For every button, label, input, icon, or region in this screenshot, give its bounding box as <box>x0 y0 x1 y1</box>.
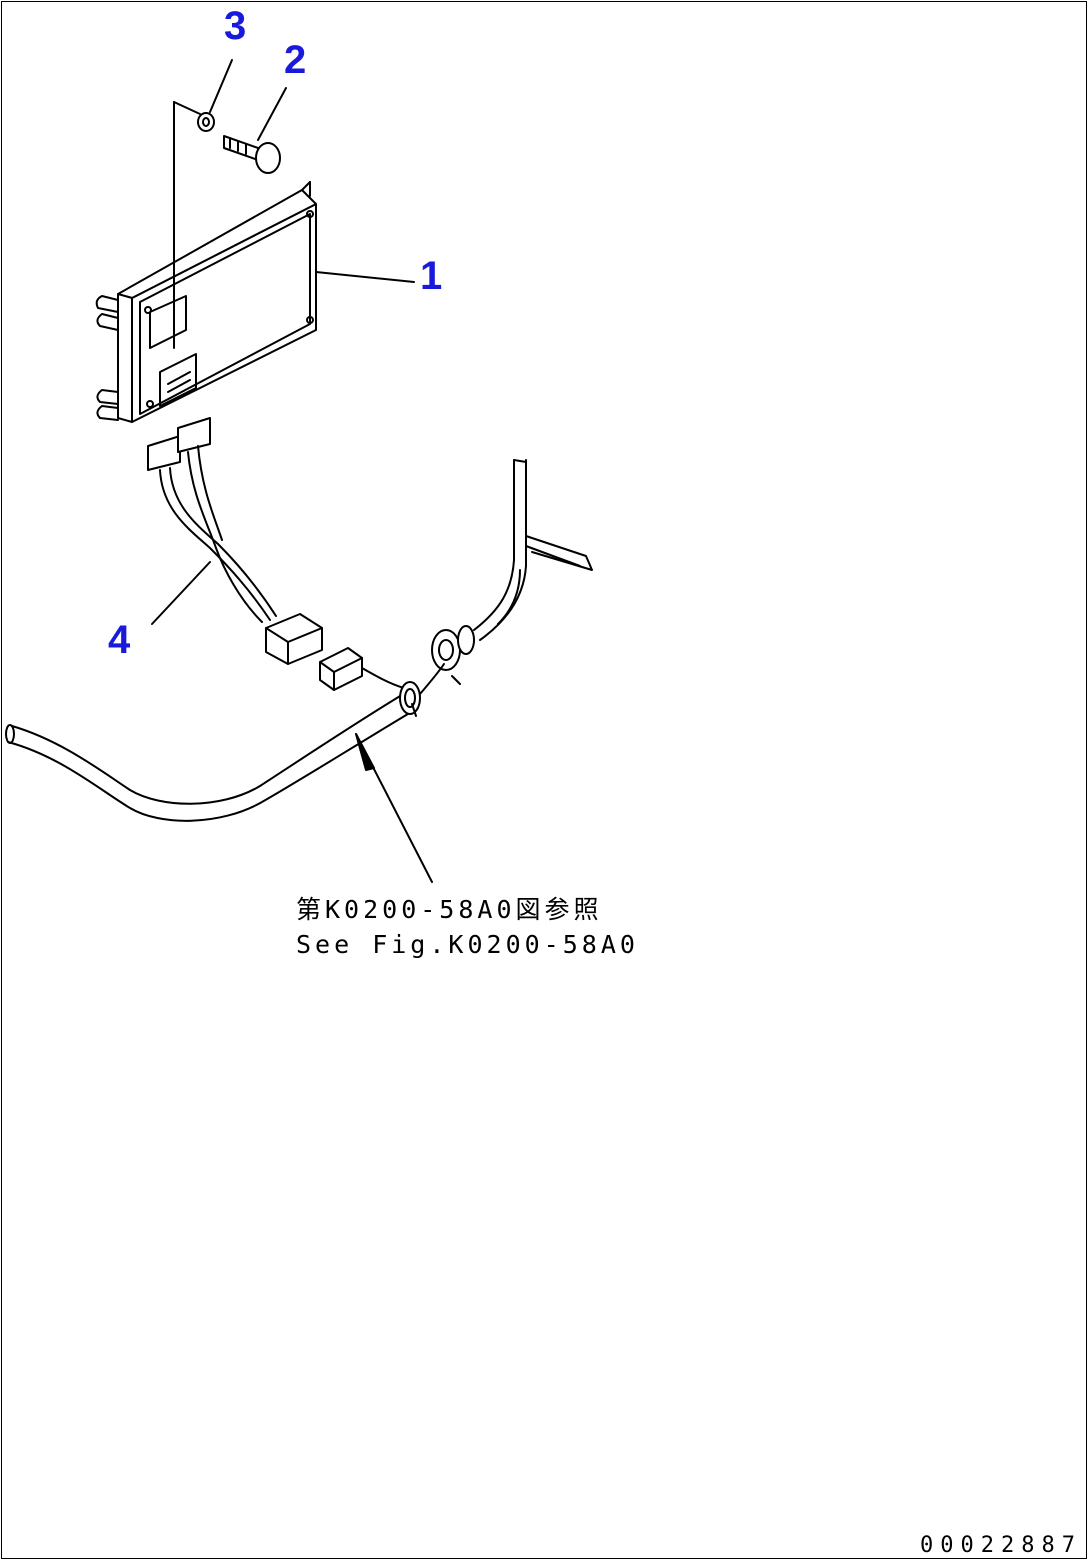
washer <box>173 59 233 349</box>
callout-part-2: 2 <box>284 38 307 82</box>
reference-note-en: See Fig.K0200-58A0 <box>296 930 639 959</box>
main-harness-tube <box>5 459 593 883</box>
callout-part-1: 1 <box>420 254 443 298</box>
drawing-id: 00022887 <box>920 1533 1082 1558</box>
bolt <box>223 87 287 174</box>
callout-part-4: 4 <box>108 618 131 662</box>
controller-box <box>95 181 415 423</box>
callout-part-3: 3 <box>224 4 247 48</box>
reference-note: 第K0200-58A0図参照 See Fig.K0200-58A0 <box>296 892 639 962</box>
wiring-harness <box>147 417 405 691</box>
reference-note-jp: 第K0200-58A0図参照 <box>296 895 603 924</box>
